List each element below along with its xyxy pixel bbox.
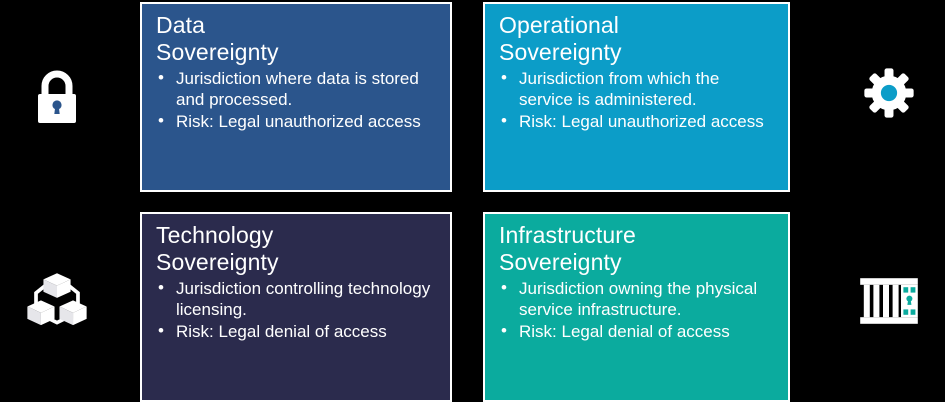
network-cubes-icon xyxy=(26,272,88,330)
card-title: Operational Sovereignty xyxy=(499,12,622,65)
card-title: Infrastructure Sovereignty xyxy=(499,222,636,275)
lock-icon xyxy=(29,69,85,127)
lock-icon-badge xyxy=(11,52,103,144)
card-technology-sovereignty: Technology Sovereignty Jurisdiction cont… xyxy=(140,212,452,402)
card-data-sovereignty: Data Sovereignty Jurisdiction where data… xyxy=(140,2,452,192)
network-cubes-icon-badge xyxy=(11,255,103,347)
list-item: Risk: Legal denial of access xyxy=(499,321,776,343)
server-rack-icon-badge xyxy=(843,255,935,347)
card-operational-sovereignty: Operational Sovereignty Jurisdiction fro… xyxy=(483,2,790,192)
list-item: Risk: Legal denial of access xyxy=(156,321,438,343)
card-bullet-list: Jurisdiction controlling technology lice… xyxy=(156,278,438,343)
card-title: Data Sovereignty xyxy=(156,12,279,65)
card-infrastructure-sovereignty: Infrastructure Sovereignty Jurisdiction … xyxy=(483,212,790,402)
gear-icon-badge xyxy=(843,47,935,139)
card-bullet-list: Jurisdiction where data is stored and pr… xyxy=(156,68,438,133)
card-bullet-list: Jurisdiction owning the physical service… xyxy=(499,278,776,343)
card-bullet-list: Jurisdiction from which the service is a… xyxy=(499,68,776,133)
list-item: Risk: Legal unauthorized access xyxy=(499,111,776,133)
list-item: Jurisdiction controlling technology lice… xyxy=(156,278,438,320)
list-item: Jurisdiction from which the service is a… xyxy=(499,68,776,110)
server-rack-icon xyxy=(859,277,919,325)
list-item: Jurisdiction owning the physical service… xyxy=(499,278,776,320)
list-item: Jurisdiction where data is stored and pr… xyxy=(156,68,438,110)
card-title: Technology Sovereignty xyxy=(156,222,279,275)
gear-icon xyxy=(861,65,917,121)
list-item: Risk: Legal unauthorized access xyxy=(156,111,438,133)
